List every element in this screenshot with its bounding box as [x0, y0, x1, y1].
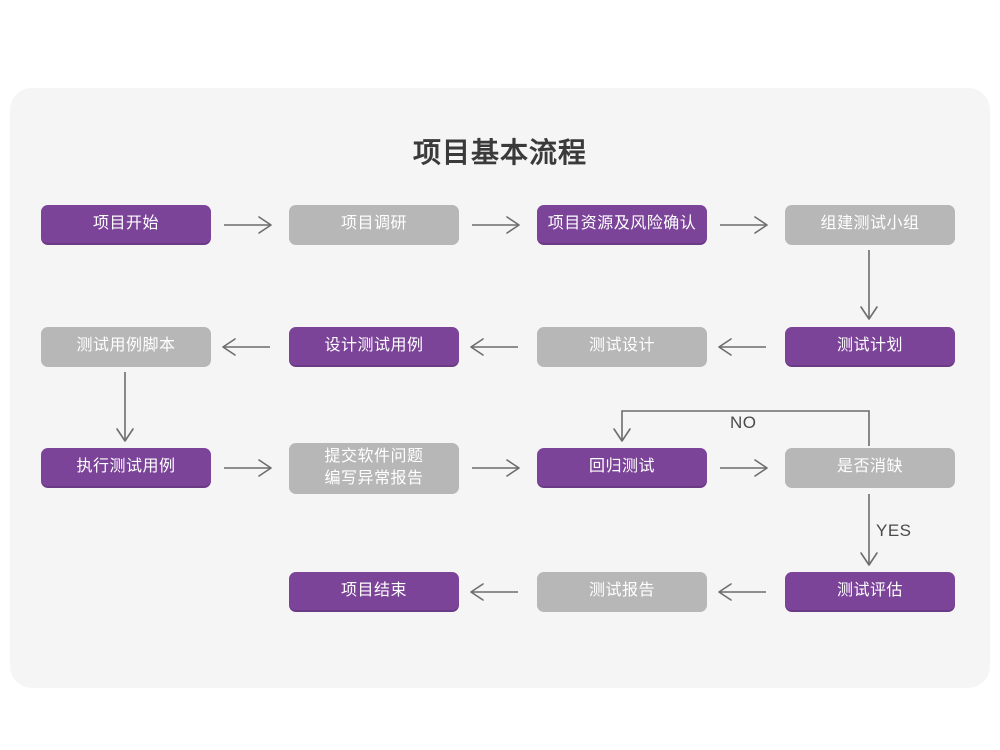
node-test-report[interactable]: 测试报告	[537, 572, 707, 612]
edge-label-no: NO	[730, 413, 757, 432]
node-execute-test-case[interactable]: 执行测试用例	[41, 448, 211, 488]
node-test-plan[interactable]: 测试计划	[785, 327, 955, 367]
node-submit-issue-report[interactable]: 提交软件问题 编写异常报告	[289, 443, 459, 494]
node-project-start[interactable]: 项目开始	[41, 205, 211, 245]
node-regression-test[interactable]: 回归测试	[537, 448, 707, 488]
page-title: 项目基本流程	[412, 137, 587, 168]
node-project-research[interactable]: 项目调研	[289, 205, 459, 245]
node-test-case-script[interactable]: 测试用例脚本	[41, 327, 211, 367]
node-defect-resolved[interactable]: 是否消缺	[785, 448, 955, 488]
node-build-test-team[interactable]: 组建测试小组	[785, 205, 955, 245]
node-test-design[interactable]: 测试设计	[537, 327, 707, 367]
node-test-evaluation[interactable]: 测试评估	[785, 572, 955, 612]
edge-label-yes: YES	[876, 521, 912, 540]
node-resource-risk-confirm[interactable]: 项目资源及风险确认	[537, 205, 707, 245]
node-design-test-case[interactable]: 设计测试用例	[289, 327, 459, 367]
node-project-end[interactable]: 项目结束	[289, 572, 459, 612]
